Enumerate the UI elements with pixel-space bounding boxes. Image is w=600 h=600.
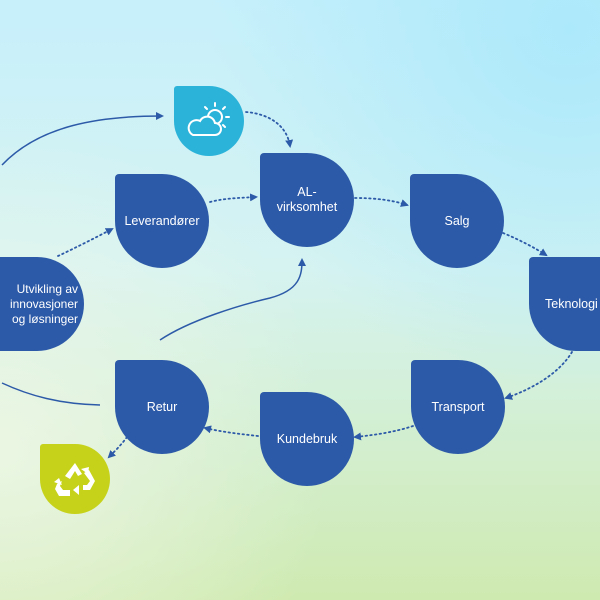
line-innovation-loop: [1, 382, 101, 406]
arrow-leverandorer-to-al: [209, 193, 258, 203]
node-label: Leverandører: [124, 213, 200, 228]
arrow-retur-to-recycle: [107, 436, 128, 459]
node-label: Retur: [146, 399, 178, 414]
node-label: AL- virksomhet: [276, 185, 338, 214]
arrow-innovation-to-weather: [1, 112, 164, 166]
weather-badge: [174, 86, 244, 156]
arrow-transport-to-kundebruk: [353, 425, 414, 441]
recycle-badge: [40, 444, 110, 514]
arrow-retur-to-al: [159, 258, 306, 341]
arrow-kundebruk-to-retur: [203, 425, 259, 437]
arrow-al-to-salg: [354, 197, 409, 207]
sun-cloud-icon: [187, 102, 230, 136]
node-kundebruk: Kundebruk: [260, 392, 354, 486]
node-teknologi: Teknologi: [529, 257, 600, 351]
node-label: Teknologi: [545, 296, 598, 311]
node-label: Transport: [431, 399, 485, 414]
node-transport: Transport: [411, 360, 505, 454]
node-label: Kundebruk: [276, 431, 338, 446]
node-retur: Retur: [115, 360, 209, 454]
arrow-teknologi-to-transport: [504, 351, 573, 400]
node-salg: Salg: [410, 174, 504, 268]
node-al-virksomhet: AL- virksomhet: [260, 153, 354, 247]
recycle-icon: [54, 463, 95, 496]
node-leverandorer: Leverandører: [115, 174, 209, 268]
arrow-weather-to-al: [245, 111, 294, 148]
arrow-salg-to-teknologi: [502, 232, 548, 257]
node-label: Salg: [444, 213, 470, 228]
arrow-innovation-to-leverandorer: [57, 228, 114, 257]
node-utvikling: Utvikling av innovasjoner og løsninger: [0, 257, 84, 351]
node-label: Utvikling av innovasjoner og løsninger: [9, 281, 78, 326]
